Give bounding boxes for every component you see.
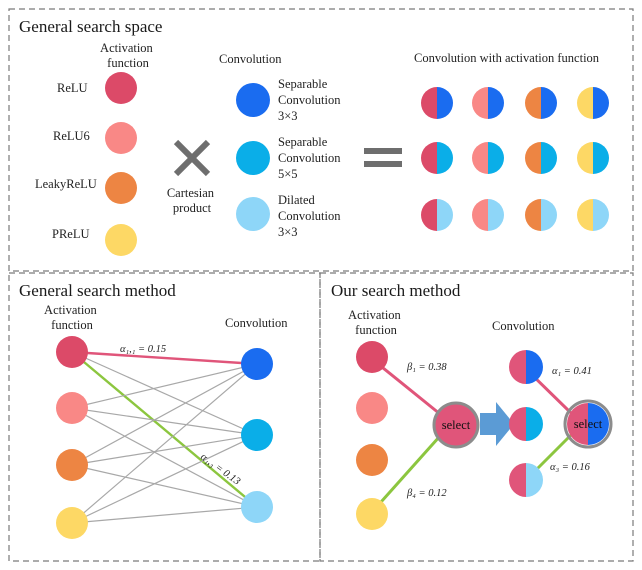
activation-circle-leakyrelu: [105, 172, 137, 204]
right-combo-dil3: [509, 463, 543, 497]
right-combo-sep3: [509, 350, 543, 384]
combo-relu-sep5: [421, 142, 453, 174]
left-activation-header: Activation function: [44, 303, 100, 332]
combo-relu-dil3: [421, 199, 453, 231]
right-alpha3-label: α₃ = 0.16: [550, 462, 591, 473]
combined-header: Convolution with activation function: [414, 51, 600, 65]
left-edge-leakyrelu-dil3: [71, 464, 258, 508]
activation-circle-prelu: [105, 224, 137, 256]
conv-circle-dil3: [236, 197, 270, 231]
left-panel-title: General search method: [19, 281, 176, 300]
left-edge-relu6-sep5: [71, 407, 258, 436]
combo-prelu-sep5: [577, 142, 609, 174]
activation-label-prelu: PReLU: [52, 227, 90, 241]
left-edges: [71, 350, 258, 524]
left-conv-sep5: [241, 419, 273, 451]
conv-label-sep3: Separable Convolution 3×3: [278, 77, 344, 123]
activation-label-relu: ReLU: [57, 81, 88, 95]
right-act-leakyrelu: [356, 444, 388, 476]
conv-circle-sep5: [236, 141, 270, 175]
right-panel: Our search method Activation function Co…: [331, 281, 613, 530]
combo-leakyrelu-sep5: [525, 142, 557, 174]
right-convolution-header: Convolution: [492, 319, 555, 333]
activation-circle-relu: [105, 72, 137, 104]
combo-grid: [421, 87, 609, 231]
activation-circle-relu6: [105, 122, 137, 154]
right-activation-header: Activation function: [348, 308, 404, 337]
right-combo-sep5: [509, 407, 543, 441]
left-panel-frame: [8, 272, 321, 562]
times-icon: [173, 139, 211, 177]
activation-label-leakyrelu: LeakyReLU: [35, 177, 97, 191]
right-alpha1-label: α₁ = 0.41: [552, 366, 592, 377]
top-panel-frame: [8, 8, 634, 272]
right-act-relu: [356, 341, 388, 373]
conv-label-dil3: Dilated Convolution 3×3: [278, 193, 344, 239]
equals-icon: [364, 148, 402, 167]
left-edge-relu6-sep3: [71, 363, 258, 409]
left-edge-leakyrelu-sep3: [71, 363, 258, 466]
arrow-icon: [480, 402, 514, 446]
combo-prelu-dil3: [577, 199, 609, 231]
left-convolution-header: Convolution: [225, 316, 288, 330]
top-panel: General search space Activation function…: [19, 17, 609, 256]
select-node-left-label: select: [442, 418, 471, 432]
left-act-relu6: [56, 392, 88, 424]
left-act-prelu: [56, 507, 88, 539]
left-weight-diag: α₁,₃ = 0.13: [198, 452, 242, 488]
right-act-prelu: [356, 498, 388, 530]
right-panel-title: Our search method: [331, 281, 461, 300]
left-edge-prelu-sep3: [71, 363, 258, 524]
top-activation-header: Activation function: [100, 41, 156, 70]
combo-relu-sep3: [421, 87, 453, 119]
left-edge-relu6-dil3: [71, 407, 258, 508]
left-panel: General search method Activation functio…: [19, 281, 288, 539]
left-conv-sep3: [241, 348, 273, 380]
combo-leakyrelu-dil3: [525, 199, 557, 231]
combo-relu6-sep3: [472, 87, 504, 119]
left-conv-dil3: [241, 491, 273, 523]
combo-leakyrelu-sep3: [525, 87, 557, 119]
left-edge-relu-sep5: [71, 351, 258, 436]
conv-label-sep5: Separable Convolution 5×5: [278, 135, 344, 181]
select-node-left: [432, 401, 480, 449]
top-convolution-header: Convolution: [219, 52, 282, 66]
left-act-leakyrelu: [56, 449, 88, 481]
left-act-relu: [56, 336, 88, 368]
right-beta1-label: β₁ = 0.38: [406, 362, 447, 373]
top-panel-title: General search space: [19, 17, 162, 36]
activation-label-relu6: ReLU6: [53, 129, 90, 143]
left-edge-relu-dil3: [71, 351, 258, 508]
right-beta4-label: β₄ = 0.12: [406, 488, 447, 499]
left-weight-top: α₁,₁ = 0.15: [120, 344, 166, 355]
conv-circle-sep3: [236, 83, 270, 117]
left-edge-prelu-dil3: [71, 506, 258, 524]
combo-relu6-dil3: [472, 199, 504, 231]
left-edge-prelu-sep5: [71, 434, 258, 524]
left-edge-relu-sep3: [71, 350, 258, 366]
right-act-relu6: [356, 392, 388, 424]
left-edge-leakyrelu-sep5: [71, 434, 258, 466]
select-node-right-label: select: [574, 417, 603, 431]
combo-prelu-sep3: [577, 87, 609, 119]
select-node-right: [563, 399, 613, 449]
cartesian-product-caption: Cartesian product: [167, 186, 217, 215]
right-conv-combos: [509, 350, 543, 497]
right-edge-prelu-select: [370, 434, 442, 514]
combo-relu6-sep5: [472, 142, 504, 174]
panel-frames: [8, 8, 634, 562]
